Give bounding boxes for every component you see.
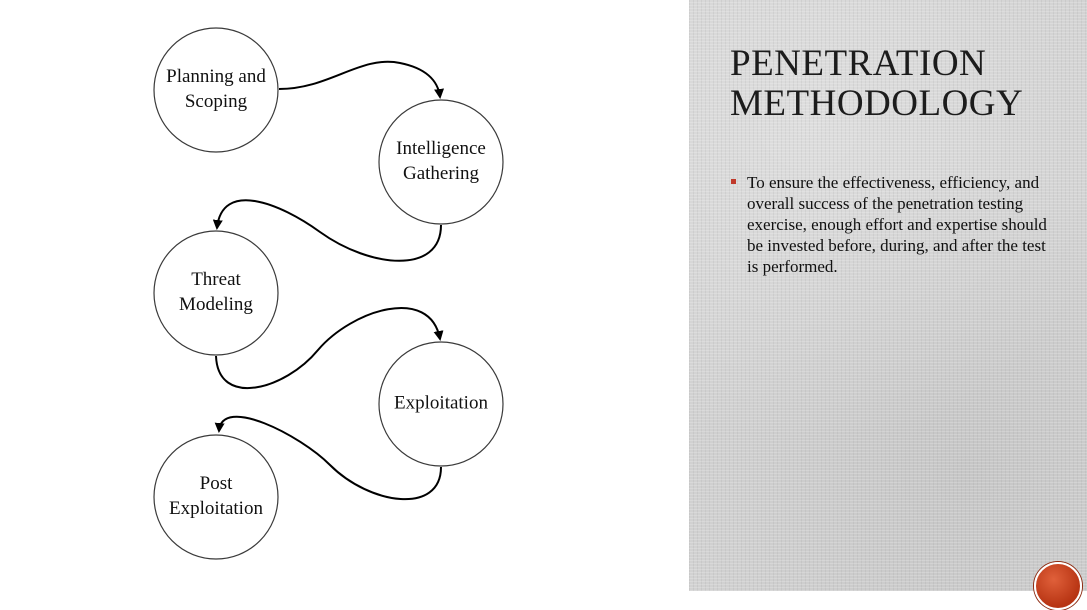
node-circle	[153, 434, 279, 560]
node-exploit: Exploitation	[378, 341, 504, 467]
node-label: Gathering	[403, 163, 479, 184]
bullet-list: To ensure the effectiveness, efficiency,…	[730, 172, 1060, 277]
red-circle-slide-icon[interactable]	[1034, 562, 1082, 610]
edge-intel-to-threat	[212, 199, 442, 262]
square-bullet-icon	[731, 179, 736, 184]
slide-title-line-2: METHODOLOGY	[730, 83, 1024, 124]
slide-title: PENETRATION METHODOLOGY	[730, 44, 1070, 124]
node-circle	[153, 230, 279, 356]
node-label: Scoping	[185, 91, 248, 112]
node-circle	[153, 27, 279, 153]
node-label: Exploitation	[169, 498, 263, 519]
node-label: Post	[200, 473, 233, 494]
bullet-item: To ensure the effectiveness, efficiency,…	[730, 172, 1060, 277]
methodology-flow-diagram: Planning andScopingIntelligenceGathering…	[153, 27, 504, 560]
node-circle	[378, 341, 504, 467]
bullet-text: To ensure the effectiveness, efficiency,…	[747, 173, 1047, 276]
node-circle	[378, 99, 504, 225]
node-label: Threat	[191, 269, 241, 290]
edge-threat-to-exploit	[215, 307, 444, 390]
edge-exploit-to-post	[214, 415, 442, 500]
edge-planning-to-intel	[278, 60, 445, 99]
side-panel: PENETRATION METHODOLOGY To ensure the ef…	[689, 0, 1087, 591]
node-label: Exploitation	[394, 392, 488, 413]
node-label: Planning and	[166, 66, 266, 87]
node-label: Intelligence	[396, 138, 486, 159]
slide-title-line-1: PENETRATION	[730, 43, 987, 84]
node-label: Modeling	[179, 294, 253, 315]
